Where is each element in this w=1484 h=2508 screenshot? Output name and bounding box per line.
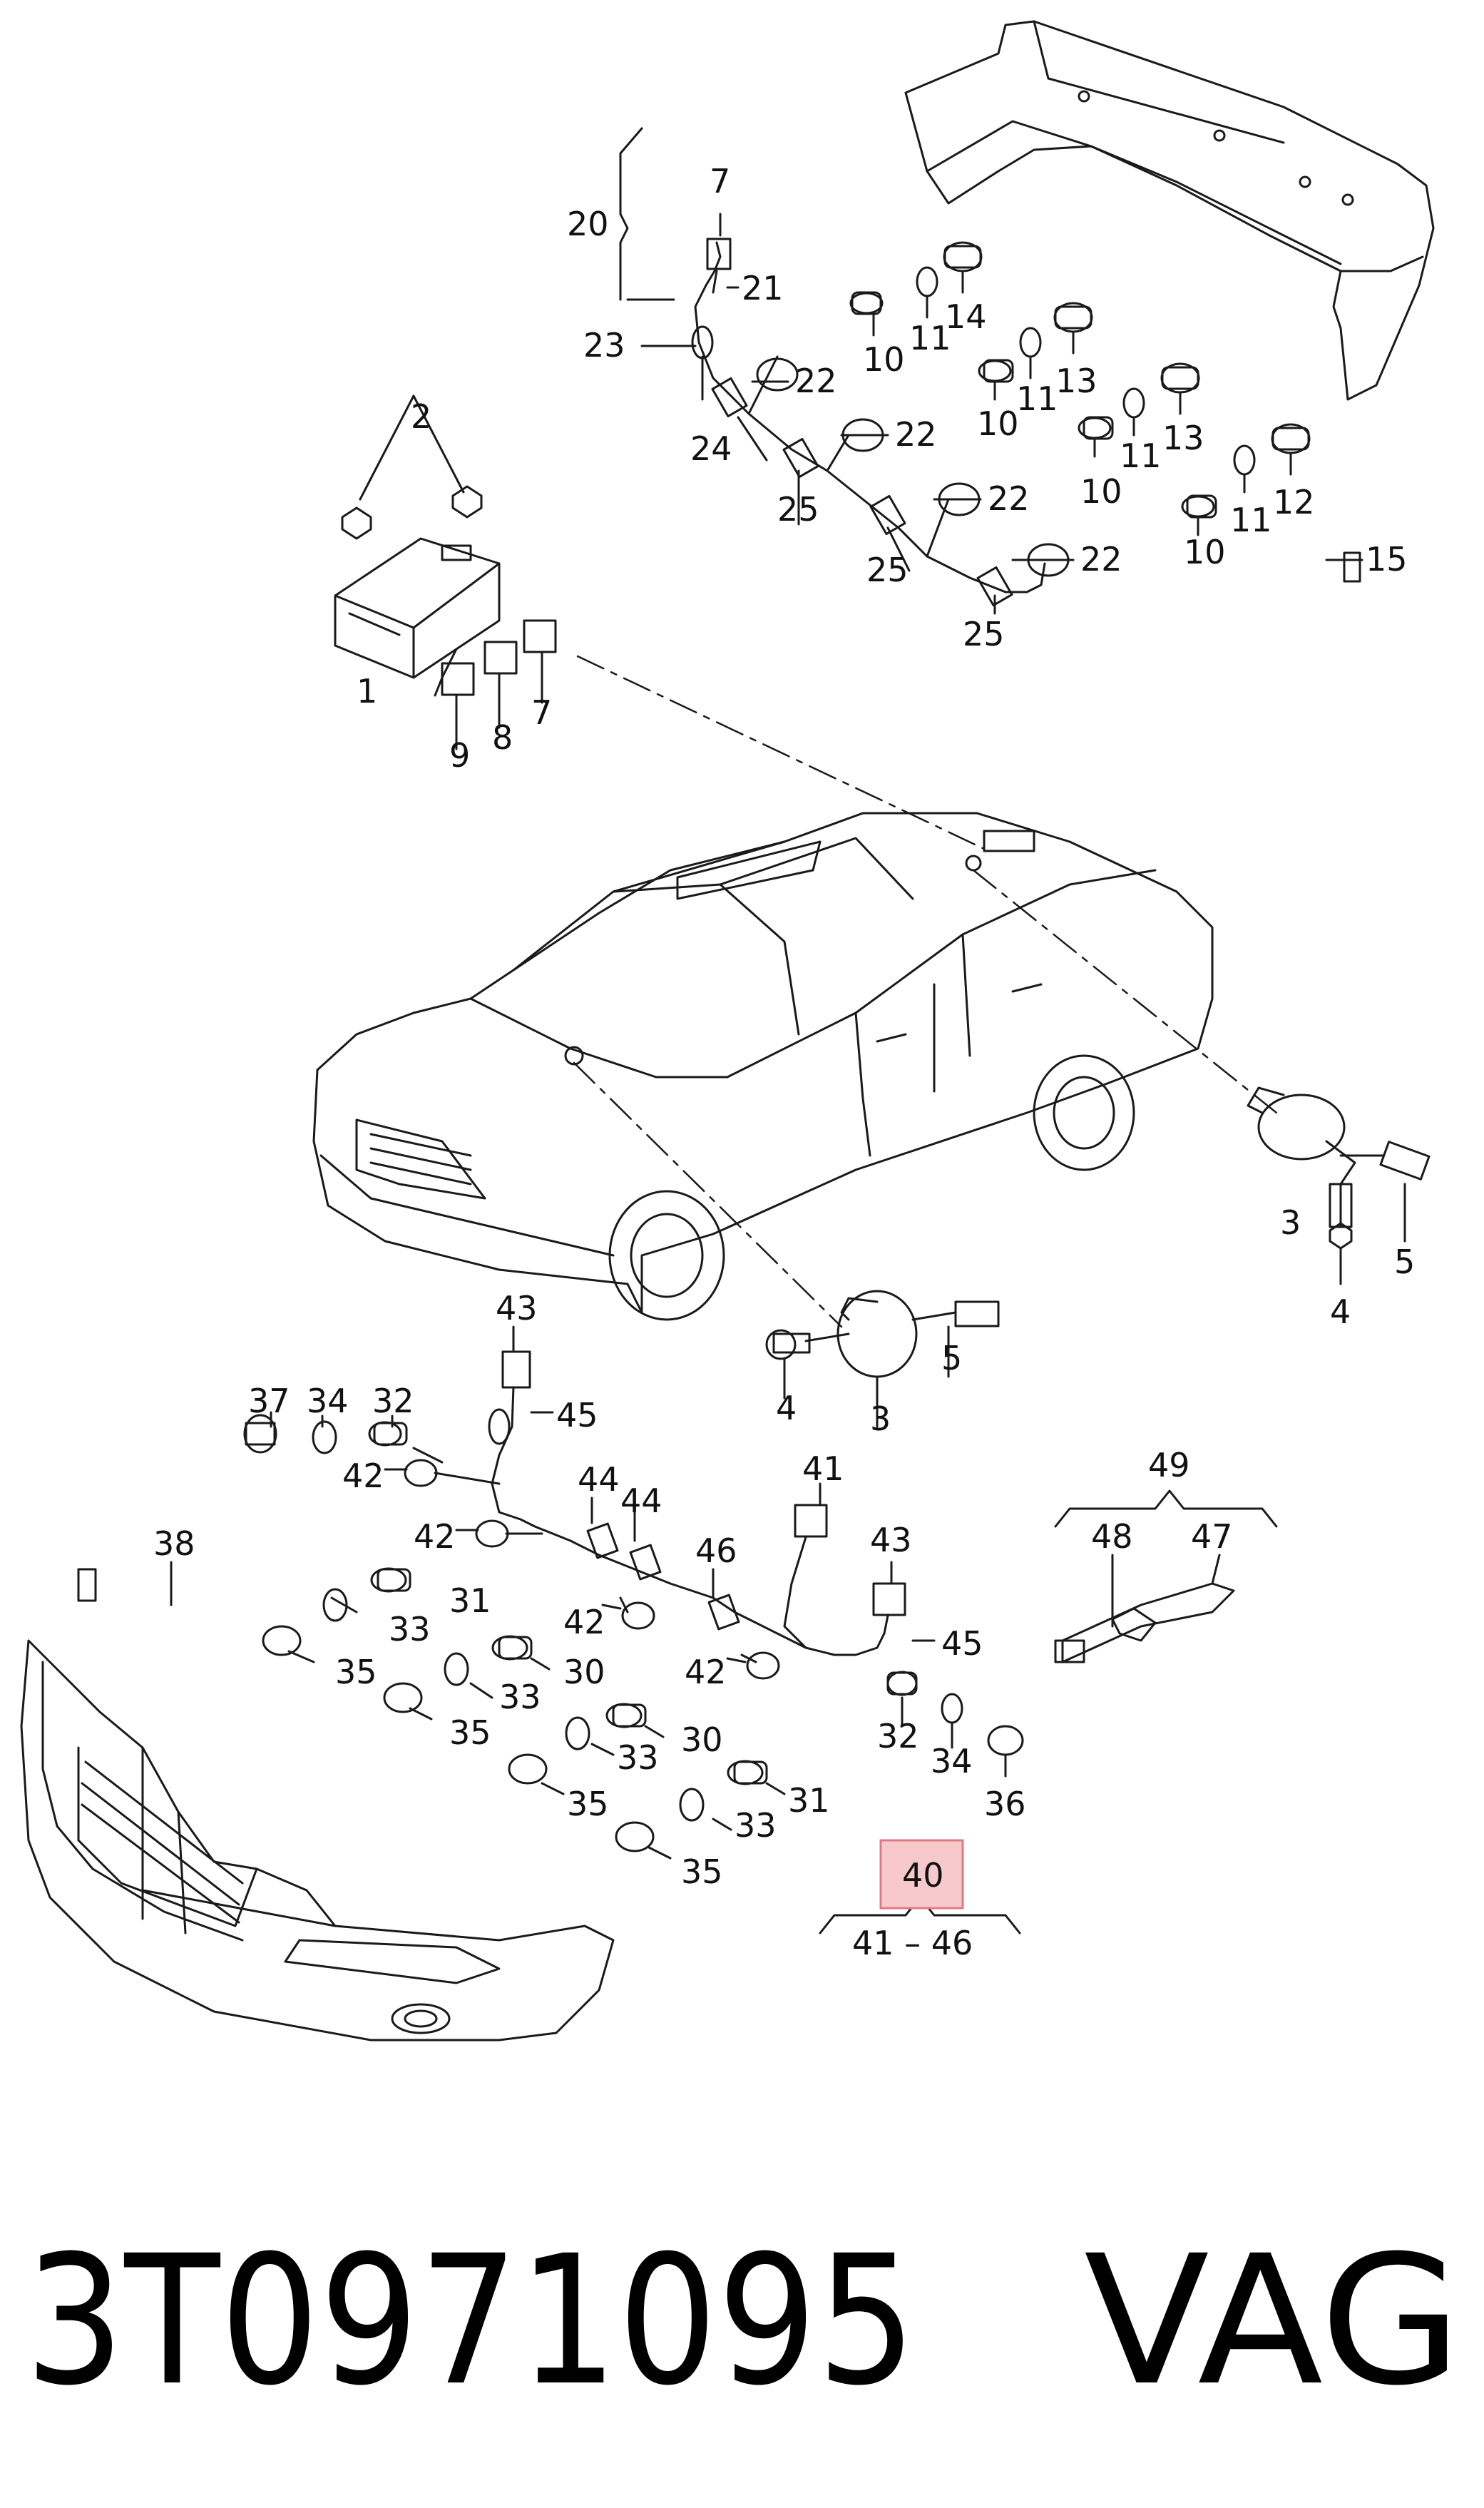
callout-9: 9 [449,736,470,775]
callout-37: 37 [248,1382,290,1420]
callout-11-a: 11 [909,319,951,357]
callout-43-a: 43 [496,1289,538,1327]
callout-42-d: 42 [685,1653,727,1691]
callout-30-a: 30 [563,1653,605,1691]
callout-44-a: 44 [578,1460,620,1499]
callout-34-a: 34 [307,1382,349,1420]
callout-23: 23 [583,326,625,365]
callout-11-d: 11 [1230,501,1272,539]
callout-35-c: 35 [567,1785,609,1823]
callout-3-rear: 3 [1280,1203,1301,1242]
callout-4-front: 4 [776,1389,797,1427]
callout-22-a: 22 [795,362,837,400]
callout-33-c: 33 [617,1738,659,1777]
callout-35-d: 35 [681,1852,723,1891]
callout-36: 36 [984,1785,1026,1823]
callout-48: 48 [1091,1517,1133,1556]
front-sensors [77,1414,1024,1852]
rear-bumper [904,20,1435,401]
part-number: 3T0971095 [25,2217,916,2425]
callout-10-c: 10 [1080,472,1122,511]
callout-2: 2 [411,397,431,436]
leader-lines [170,127,1406,1860]
harness-clip [1054,1554,1235,1663]
callout-32-b: 32 [877,1717,919,1755]
callout-24: 24 [690,429,732,468]
callout-labels: 1 2 3 3 4 4 5 5 7 7 8 9 10 10 10 10 11 1… [153,162,1415,1962]
callout-41: 41 [802,1449,844,1488]
callout-22-c: 22 [988,479,1030,518]
callout-33-a: 33 [389,1610,431,1648]
callout-31-a: 31 [449,1581,491,1620]
callout-13-a: 13 [1055,362,1097,400]
front-bumper [20,1639,615,2041]
callout-30-b: 30 [681,1721,723,1759]
callout-35-a: 35 [335,1653,377,1691]
callout-41-46-range: 41 – 46 [852,1924,973,1962]
callout-8: 8 [492,718,513,757]
callout-40: 40 [902,1856,944,1895]
callout-49: 49 [1148,1446,1190,1484]
callout-15: 15 [1366,540,1408,578]
control-module [334,394,557,750]
callout-12: 12 [1273,483,1315,521]
callout-38: 38 [153,1524,195,1563]
brand-label: VAG [1084,2217,1462,2425]
callout-47: 47 [1191,1517,1233,1556]
callout-10-a: 10 [863,340,905,379]
callout-5-front: 5 [941,1339,962,1377]
callout-22-b: 22 [895,415,937,454]
car-body [312,812,1214,1321]
callout-7-top: 7 [710,162,730,200]
callout-13-b: 13 [1162,419,1204,457]
callout-11-b: 11 [1016,379,1058,418]
callout-42-b: 42 [414,1517,456,1556]
callout-33-b: 33 [499,1678,541,1716]
callout-46: 46 [695,1531,737,1570]
callout-31-b: 31 [788,1781,830,1820]
callout-32-a: 32 [372,1382,414,1420]
callout-25-b: 25 [866,551,909,589]
rear-sensors [849,241,1361,583]
callout-3-front: 3 [870,1400,891,1438]
callout-25-c: 25 [963,615,1005,653]
callout-21: 21 [742,269,784,307]
callout-33-d: 33 [735,1806,777,1845]
callout-43-b: 43 [870,1521,912,1559]
front-wiring-harness [404,1350,906,1680]
callout-10-d: 10 [1184,533,1226,571]
callout-34-b: 34 [931,1742,973,1780]
callout-25-a: 25 [777,490,819,529]
callout-44-b: 44 [620,1482,662,1520]
callout-42-c: 42 [563,1603,605,1641]
relation-lines [573,655,1278,1328]
callout-11-c: 11 [1120,437,1162,475]
highlight-box [879,1839,964,1910]
callout-45-a: 45 [556,1396,598,1434]
callout-42-a: 42 [342,1457,384,1495]
callout-20: 20 [567,205,609,243]
callout-45-b: 45 [941,1624,983,1663]
callout-7-module: 7 [531,693,552,732]
callout-22-d: 22 [1080,540,1122,578]
callout-5-rear: 5 [1394,1243,1415,1281]
callout-1: 1 [357,672,377,710]
callout-10-b: 10 [977,404,1019,443]
callout-35-b: 35 [449,1713,491,1752]
callout-14: 14 [945,297,987,336]
callout-4-rear: 4 [1330,1293,1351,1331]
